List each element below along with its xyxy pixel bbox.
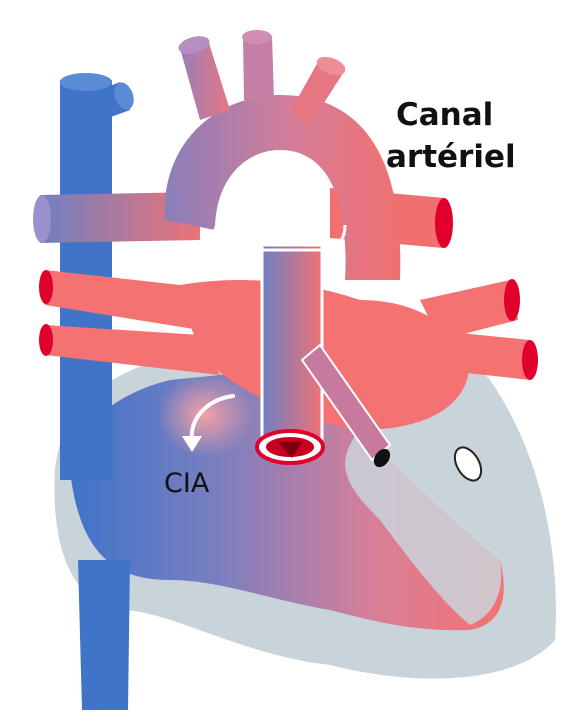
pulmonary-vein-left-lower-opening <box>39 324 53 356</box>
arch-branch-middle-opening <box>242 30 272 44</box>
arch-branch-middle <box>243 36 274 100</box>
pulmonary-vein-left-upper-opening <box>39 270 53 304</box>
pulmonary-artery-left-opening <box>33 195 51 243</box>
label-arteriel: artériel <box>386 139 516 175</box>
ductus-opening <box>313 205 323 215</box>
pulmonary-trunk <box>262 245 322 445</box>
label-cia: CIA <box>164 468 210 499</box>
pulmonary-artery-right-opening <box>435 198 453 248</box>
pulmonary-vein-right-upper-opening <box>504 279 520 321</box>
pulmonary-vein-right-lower-opening <box>522 340 538 380</box>
inferior-vena-cava <box>78 560 130 710</box>
svc-top-opening <box>60 73 112 91</box>
label-canal: Canal <box>396 97 493 133</box>
cia-shunt-glow <box>157 373 253 457</box>
ductus-arteriosus <box>215 204 320 230</box>
